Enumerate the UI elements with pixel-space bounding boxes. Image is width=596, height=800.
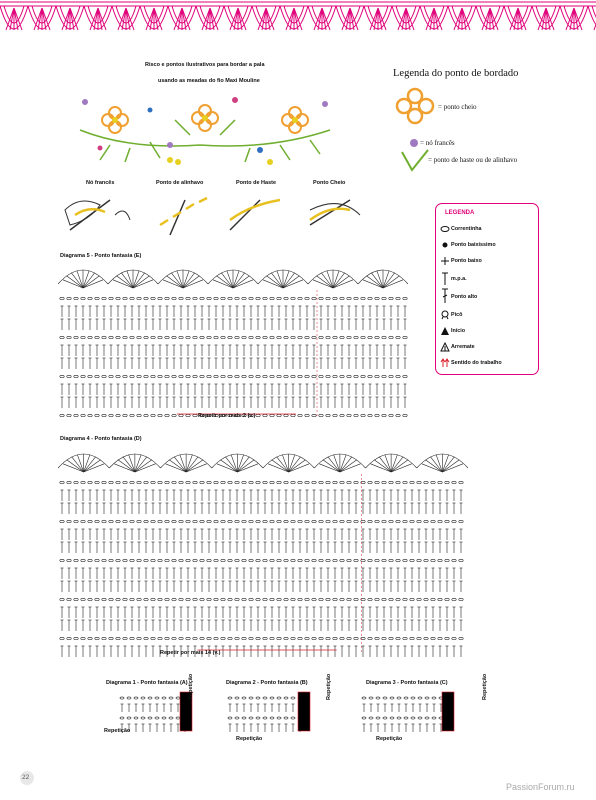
legend-item-ponto-alto: Ponto alto bbox=[442, 288, 477, 303]
watermark: PassionForum.ru bbox=[506, 782, 575, 792]
legend-item-ponto-baixissimo: Ponto baixíssimo bbox=[442, 242, 496, 248]
diagram-3-repeticao-vertical: Repetição bbox=[482, 673, 488, 700]
picot-icon bbox=[441, 310, 449, 320]
diagram-2-repeticao-vertical: Repetição bbox=[326, 673, 332, 700]
dot-slip-stitch-icon bbox=[442, 242, 448, 248]
diagram-5-title: Diagrama 5 - Ponto fantasia (E) bbox=[60, 253, 142, 259]
stitch-illustrations bbox=[64, 196, 361, 236]
embroidery-motif bbox=[79, 97, 331, 165]
legend-no-frances: = nó francês bbox=[420, 139, 455, 147]
page-number-badge bbox=[20, 771, 34, 785]
stitch-label-no-frances: Nó francês bbox=[86, 180, 115, 186]
diagram-4-repeat-note: Repetir por mais 14 (v.) bbox=[160, 650, 221, 656]
diagram-1-title: Diagrama 1 - Ponto fantasia (A) bbox=[106, 680, 188, 686]
stitch-label-haste: Ponto de Haste bbox=[236, 180, 277, 186]
diagram-1-repeticao-vertical: Repetição bbox=[188, 673, 194, 700]
diagram-1-repeticao: Repetição bbox=[104, 728, 131, 734]
diagram-2-title: Diagrama 2 - Ponto fantasia (B) bbox=[226, 680, 308, 686]
diagram-2-repeticao: Repetição bbox=[236, 736, 263, 742]
legend-title: LEGENDA bbox=[445, 210, 475, 216]
diagram-5-repeat-note: Repetir por mais 2 (v.) bbox=[198, 413, 256, 419]
crochet-legend: LEGENDA Correntinha Ponto baixíssimo Pon… bbox=[435, 203, 539, 375]
legend-item-arremate: Arremate bbox=[440, 342, 475, 352]
legend-item-mpa: m.p.a. bbox=[442, 272, 467, 285]
diagram-2-chart bbox=[227, 691, 311, 732]
legend-item-pico: Picô bbox=[441, 310, 462, 320]
diagram-5-chart bbox=[58, 269, 408, 418]
double-crochet-icon bbox=[442, 288, 448, 303]
legend-item-ponto-baixo: Ponto baixo bbox=[441, 257, 482, 265]
legend-ponto-cheio: = ponto cheio bbox=[438, 103, 477, 111]
intro-line-2: usando as meadas do fio Maxi Mouline bbox=[158, 78, 260, 84]
page-number: 22 bbox=[22, 774, 30, 781]
plus-single-crochet-icon bbox=[441, 257, 449, 265]
intro-line-1: Risco e pontos ilustrativos para bordar … bbox=[145, 62, 265, 68]
stem-stitch-icon bbox=[401, 149, 429, 172]
diagram-4-title: Diagrama 4 - Ponto fantasia (D) bbox=[60, 436, 142, 442]
legend-item-inicio: Início bbox=[441, 327, 465, 335]
diagram-4-chart bbox=[58, 453, 468, 657]
stitch-label-cheio: Ponto Cheio bbox=[313, 180, 346, 186]
diagram-3-chart bbox=[361, 691, 455, 732]
french-knot-icon bbox=[410, 139, 418, 147]
embroidery-legend-title: Legenda do ponto de bordado bbox=[393, 68, 519, 79]
stitch-label-alinhavo: Ponto de alinhavo bbox=[156, 180, 204, 186]
half-double-crochet-icon bbox=[442, 272, 448, 285]
start-triangle-icon bbox=[441, 327, 449, 335]
lace-border-top bbox=[0, 1, 596, 31]
diagram-3-title: Diagrama 3 - Ponto fantasia (C) bbox=[366, 680, 448, 686]
diagram-1-chart bbox=[119, 691, 193, 732]
diagram-3-repeticao: Repetição bbox=[376, 736, 403, 742]
direction-arrows-icon bbox=[440, 358, 450, 367]
flower-icon bbox=[395, 87, 435, 125]
finish-triangle-icon bbox=[440, 342, 450, 352]
legend-ponto-haste: = ponto de haste ou de alinhavo bbox=[428, 156, 518, 164]
legend-item-sentido: Sentido do trabalho bbox=[440, 358, 502, 367]
oval-chain-icon bbox=[440, 226, 450, 232]
legend-item-correntinha: Correntinha bbox=[440, 226, 482, 232]
